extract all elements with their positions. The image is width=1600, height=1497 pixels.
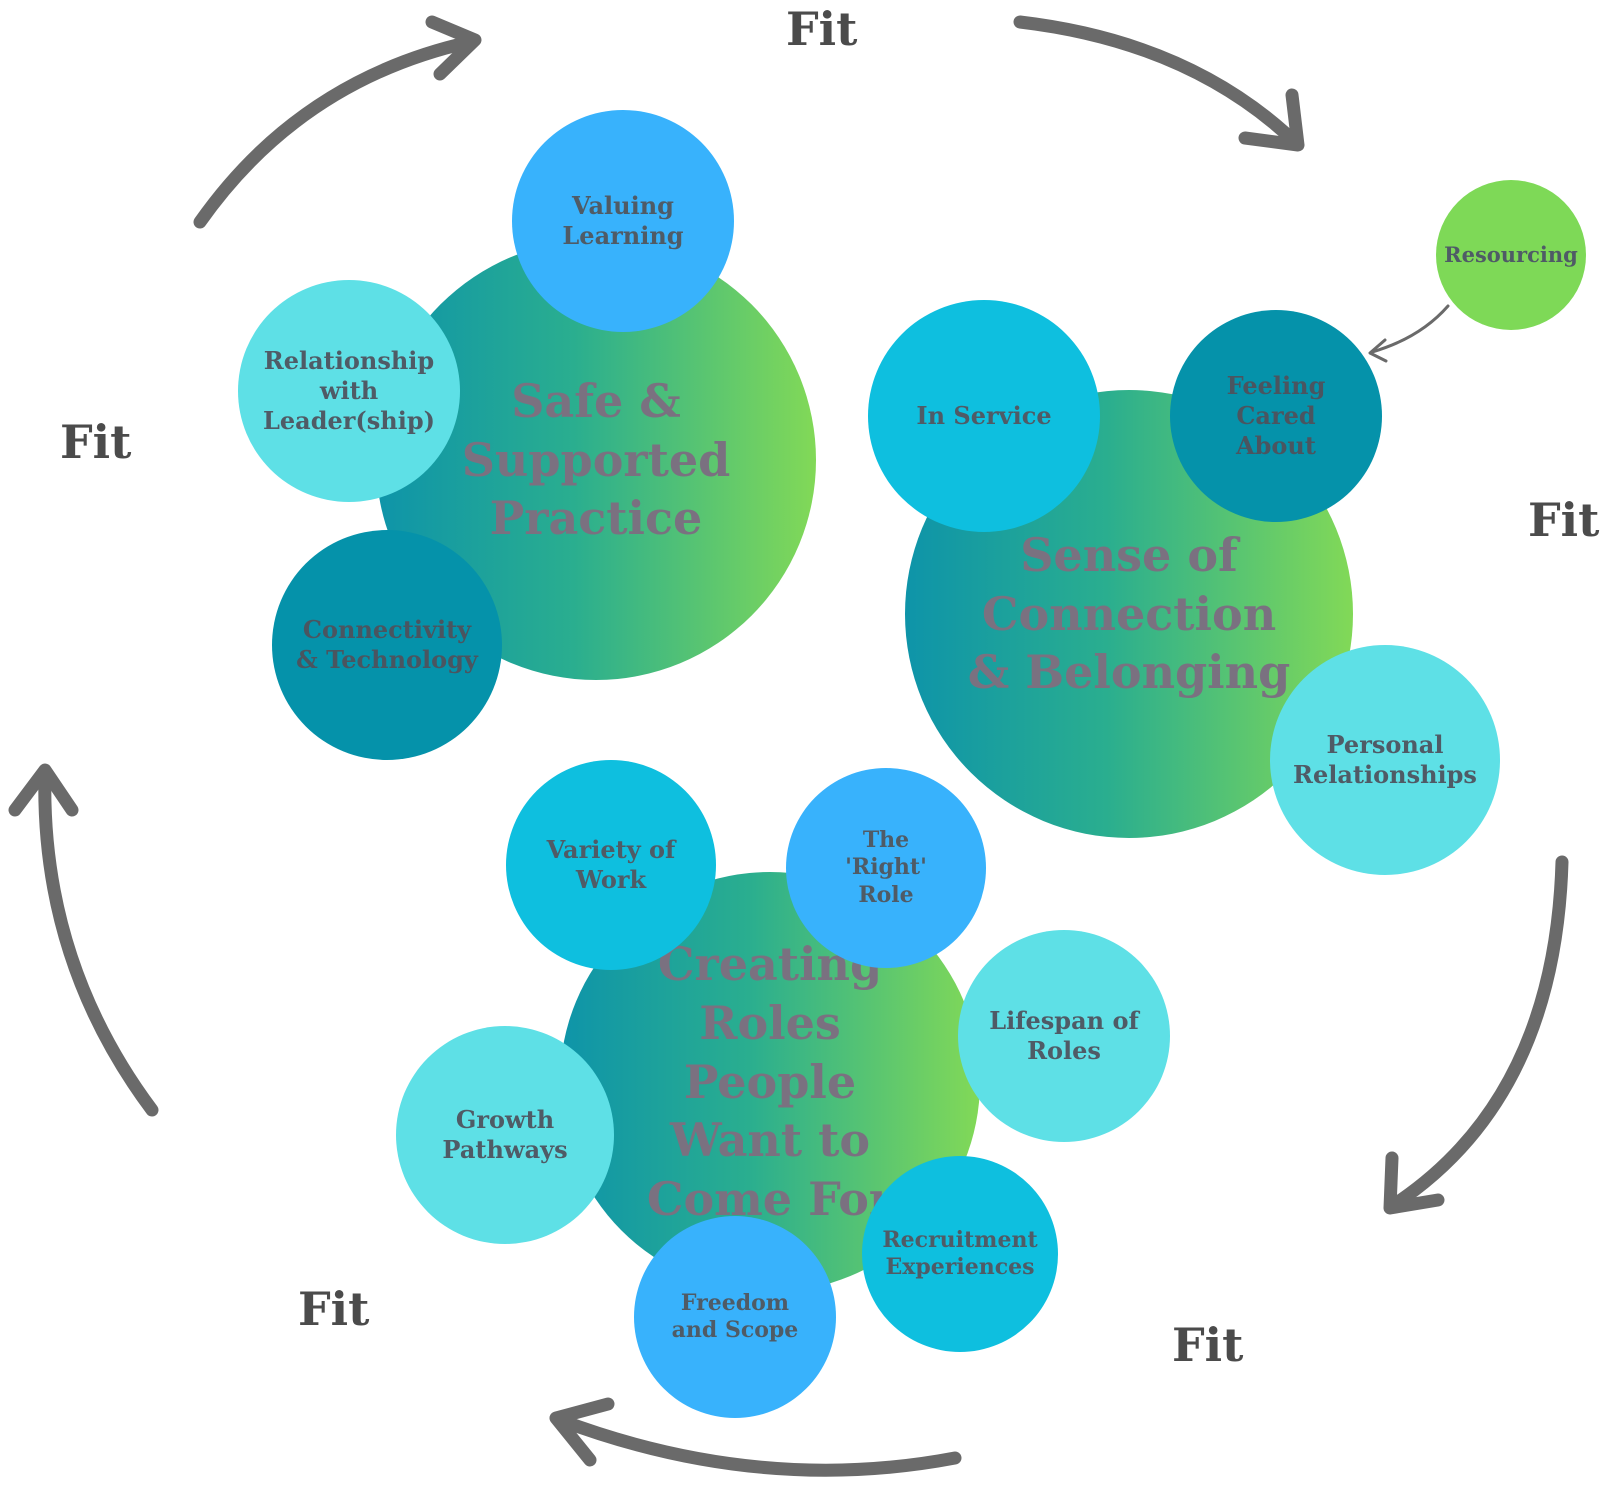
fit-label-top: Fit bbox=[786, 2, 858, 56]
label-connectivity-technology: Connectivity & Technology bbox=[296, 615, 478, 674]
arrowhead-bottom bbox=[549, 1397, 615, 1467]
circle-recruitment-experiences: Recruitment Experiences bbox=[862, 1156, 1058, 1352]
circle-personal-relationships: Personal Relationships bbox=[1270, 645, 1500, 875]
arrowhead-resourcing bbox=[1368, 338, 1388, 363]
arrow-top-left bbox=[193, 35, 477, 229]
label-variety-of-work: Variety of Work bbox=[546, 835, 676, 894]
label-resourcing: Resourcing bbox=[1444, 241, 1578, 267]
circle-growth-pathways: Growth Pathways bbox=[396, 1026, 614, 1244]
circle-valuing-learning: Valuing Learning bbox=[512, 110, 734, 332]
fit-label-right: Fit bbox=[1528, 493, 1600, 547]
label-recruitment-experiences: Recruitment Experiences bbox=[882, 1226, 1038, 1281]
theme-connection-label: Sense of Connection & Belonging bbox=[967, 527, 1291, 700]
label-in-service: In Service bbox=[916, 401, 1052, 430]
circle-connectivity-technology: Connectivity & Technology bbox=[272, 530, 502, 760]
arrow-right bbox=[1385, 855, 1569, 1213]
label-relationship-leadership: Relationship with Leader(ship) bbox=[263, 346, 435, 435]
circle-right-role: The 'Right' Role bbox=[786, 768, 986, 968]
fit-label-bottom-left: Fit bbox=[298, 1282, 370, 1336]
fit-label-left: Fit bbox=[60, 415, 132, 469]
fit-label-bottom-right: Fit bbox=[1172, 1318, 1244, 1372]
arrow-top-right bbox=[1013, 15, 1302, 149]
arrowhead-top-left bbox=[425, 15, 482, 81]
label-feeling-cared-about: Feeling Cared About bbox=[1226, 371, 1326, 460]
arrow-left bbox=[38, 765, 159, 1117]
circle-feeling-cared-about: Feeling Cared About bbox=[1170, 310, 1382, 522]
theme-safe-label: Safe & Supported Practice bbox=[461, 373, 731, 546]
label-personal-relationships: Personal Relationships bbox=[1293, 730, 1477, 789]
theme-roles-label: Creating Roles People Want to Come For bbox=[646, 936, 894, 1227]
arrow-bottom bbox=[553, 1413, 962, 1477]
circle-relationship-leadership: Relationship with Leader(ship) bbox=[238, 280, 460, 502]
arrowhead-right bbox=[1383, 1151, 1445, 1215]
arrowhead-top-right bbox=[1238, 88, 1305, 152]
label-lifespan-of-roles: Lifespan of Roles bbox=[989, 1006, 1139, 1065]
arrowhead-left bbox=[8, 763, 79, 817]
circle-freedom-and-scope: Freedom and Scope bbox=[634, 1216, 836, 1418]
circle-variety-of-work: Variety of Work bbox=[506, 760, 716, 970]
arrow-resourcing bbox=[1370, 304, 1450, 354]
label-valuing-learning: Valuing Learning bbox=[562, 191, 684, 250]
circle-resourcing: Resourcing bbox=[1436, 180, 1586, 330]
circle-in-service: In Service bbox=[868, 300, 1100, 532]
label-right-role: The 'Right' Role bbox=[845, 826, 927, 908]
label-freedom-and-scope: Freedom and Scope bbox=[671, 1289, 799, 1344]
label-growth-pathways: Growth Pathways bbox=[442, 1105, 568, 1164]
circle-lifespan-of-roles: Lifespan of Roles bbox=[958, 930, 1170, 1142]
